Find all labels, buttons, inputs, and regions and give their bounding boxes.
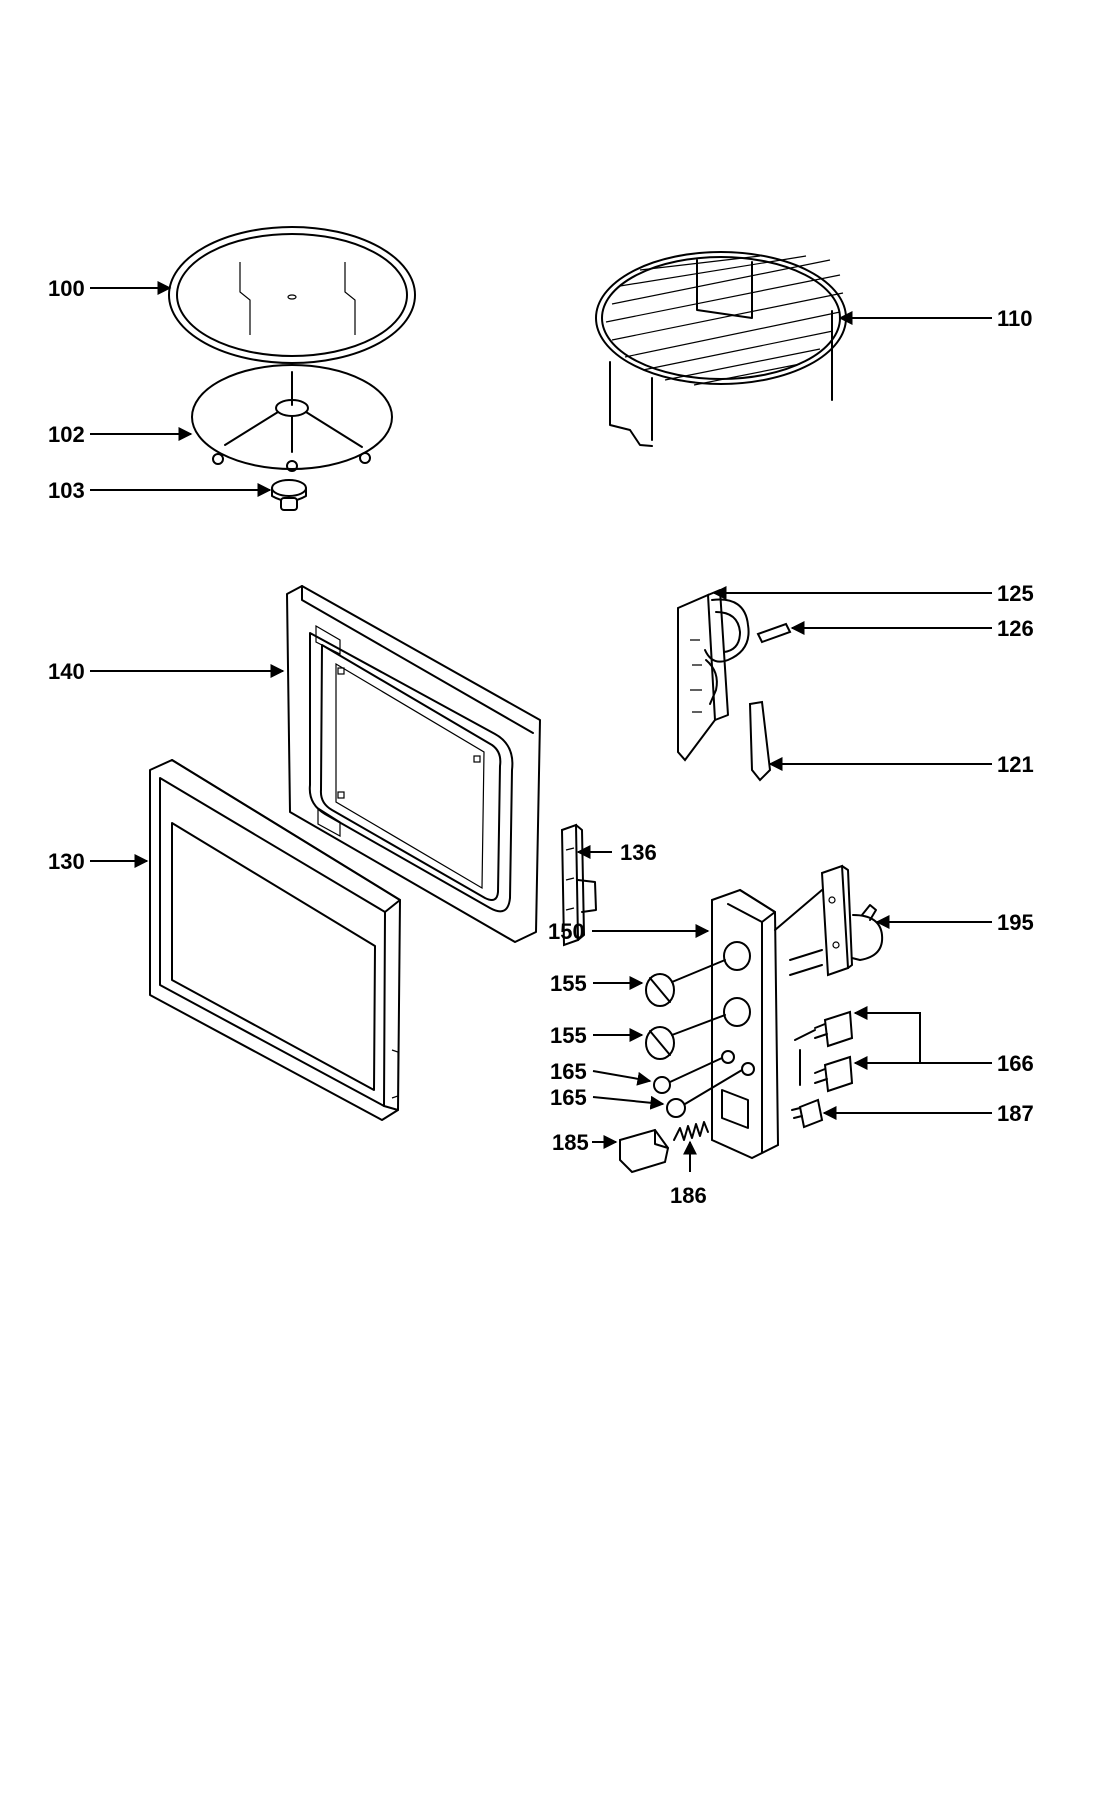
release-spring-part xyxy=(673,1121,709,1141)
callout-110: 110 xyxy=(997,306,1033,331)
callout-155-lower: 155 xyxy=(550,1023,587,1048)
callout-165-lower: 165 xyxy=(550,1085,587,1110)
callout-121: 121 xyxy=(997,752,1034,777)
door-latch-assembly-part xyxy=(677,589,792,782)
callout-103: 103 xyxy=(48,478,85,503)
knob-upper-part xyxy=(645,959,726,1007)
callout-102: 102 xyxy=(48,422,85,447)
latch-hook-bracket-part xyxy=(560,823,597,947)
callout-136: 136 xyxy=(620,840,657,865)
callout-165-upper: 165 xyxy=(550,1059,587,1084)
callout-187: 187 xyxy=(997,1101,1034,1126)
callout-195: 195 xyxy=(997,910,1034,935)
leader-165-upper xyxy=(592,1070,652,1086)
leader-165-lower xyxy=(592,1095,665,1110)
callout-185: 185 xyxy=(552,1130,589,1155)
timer-motor-part xyxy=(774,864,884,977)
coupler-part xyxy=(271,479,307,511)
door-frame-part xyxy=(286,585,541,943)
callout-100: 100 xyxy=(48,276,85,301)
door-panel-part xyxy=(149,759,401,1121)
switch-lower-part xyxy=(799,1049,854,1093)
turntable-tray-part xyxy=(168,226,416,364)
callout-130: 130 xyxy=(48,849,85,874)
knob-lower-part xyxy=(645,1014,726,1060)
door-release-button-part xyxy=(619,1128,670,1174)
callout-125: 125 xyxy=(997,581,1034,606)
callout-150: 150 xyxy=(548,919,585,944)
callout-186: 186 xyxy=(670,1183,707,1208)
callout-labels: 100 102 103 110 125 126 121 140 130 136 … xyxy=(48,276,1034,1208)
interlock-part xyxy=(791,1098,824,1129)
control-panel-part xyxy=(711,888,780,1160)
callout-155-upper: 155 xyxy=(550,971,587,996)
button-upper-part xyxy=(653,1057,723,1094)
cooking-rack-part xyxy=(595,251,847,447)
callout-166: 166 xyxy=(997,1051,1034,1076)
leader-lines xyxy=(90,281,992,1172)
leader-166-bracket xyxy=(853,1006,921,1063)
callout-126: 126 xyxy=(997,616,1034,641)
switch-upper-part xyxy=(794,1010,854,1048)
roller-ring-part xyxy=(191,364,393,472)
button-lower-part xyxy=(666,1069,743,1118)
callout-140: 140 xyxy=(48,659,85,684)
